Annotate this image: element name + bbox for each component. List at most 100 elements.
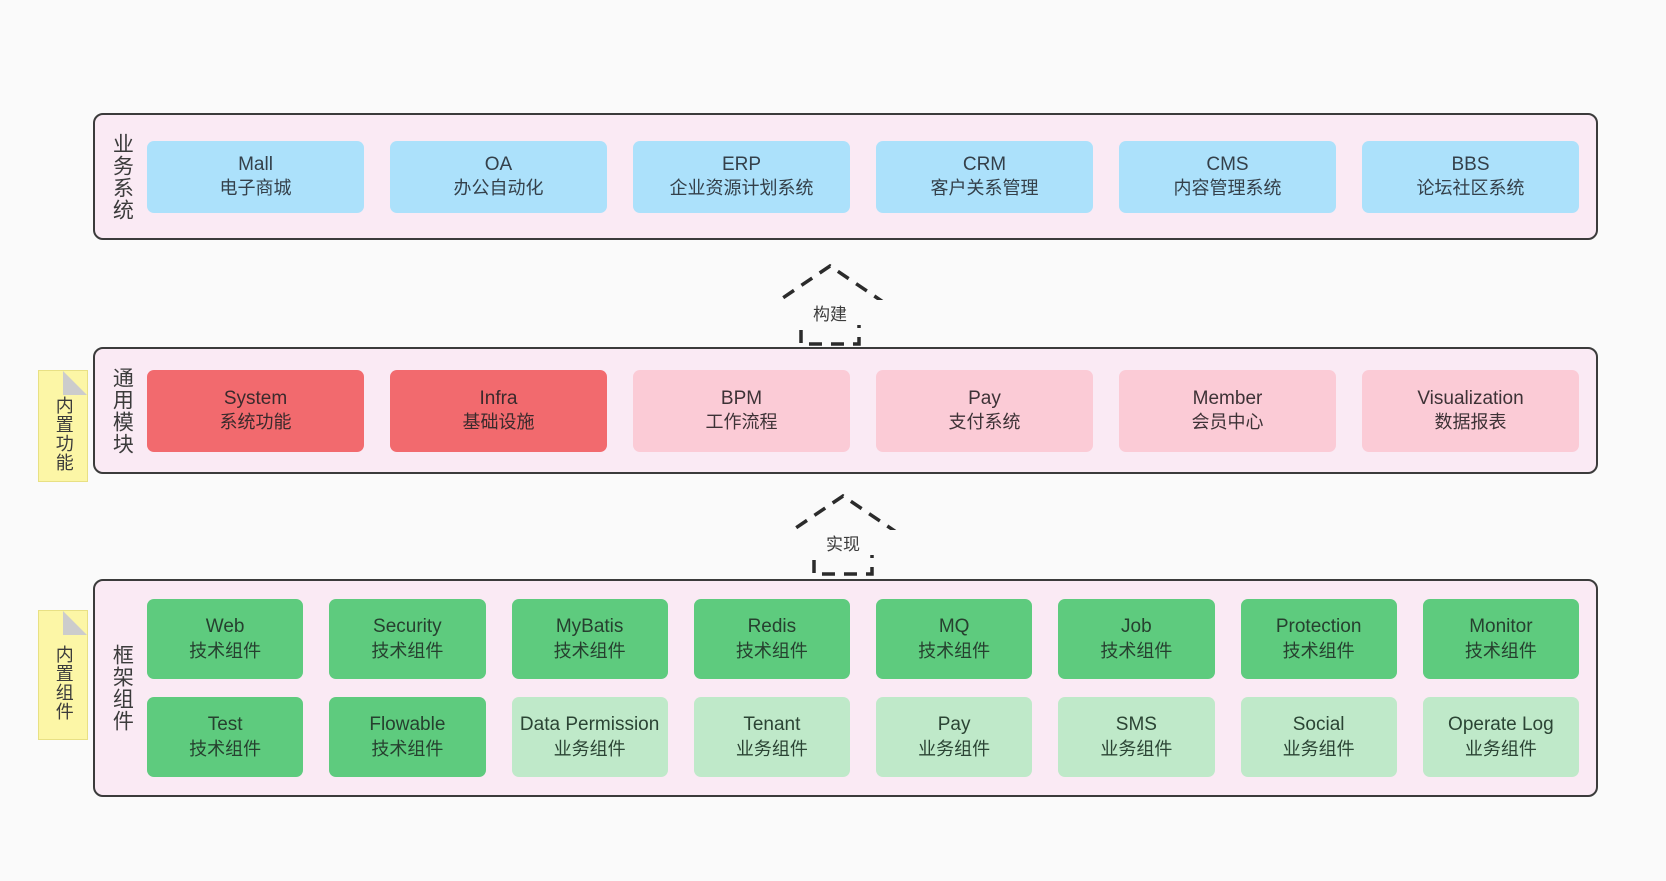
card-oa[interactable]: OA 办公自动化 (390, 140, 607, 213)
section-label-common-modules: 通用模块 (110, 366, 134, 455)
section-label-framework-components: 框架组件 (110, 644, 134, 732)
card-title: Social (1292, 714, 1345, 736)
card-system[interactable]: System 系统功能 (147, 369, 364, 452)
card-protection[interactable]: Protection 技术组件 (1240, 599, 1397, 679)
section-common-modules: 通用模块 System 系统功能 Infra 基础设施 BPM 工作流程 Pay… (93, 347, 1598, 474)
card-title: Job (1121, 616, 1152, 638)
card-title: Pay (968, 387, 1001, 409)
card-tenant[interactable]: Tenant 业务组件 (693, 697, 850, 777)
card-subtitle: 办公自动化 (453, 178, 544, 199)
card-infra[interactable]: Infra 基础设施 (390, 369, 607, 452)
card-mybatis[interactable]: MyBatis 技术组件 (511, 599, 668, 679)
section-cards-business-system: Mall 电子商城 OA 办公自动化 ERP 企业资源计划系统 CRM 客户关系… (147, 115, 1596, 238)
card-title: BPM (720, 387, 763, 409)
card-subtitle: 基础设施 (462, 412, 535, 433)
note-label: 内置功能 (53, 396, 74, 472)
card-subtitle: 论坛社区系统 (1416, 178, 1525, 199)
connector-build-arrow: 构建 (755, 258, 905, 348)
section-cards-common-modules: System 系统功能 Infra 基础设施 BPM 工作流程 Pay 支付系统… (147, 349, 1596, 472)
note-builtin-components: 内置组件 (38, 610, 88, 740)
card-row: Web 技术组件 Security 技术组件 MyBatis 技术组件 Redi… (147, 599, 1579, 679)
section-business-system: 业务系统 Mall 电子商城 OA 办公自动化 ERP 企业资源计划系统 CRM… (93, 113, 1598, 240)
card-title: OA (484, 153, 513, 175)
card-subtitle: 会员中心 (1191, 412, 1264, 433)
card-title: Flowable (369, 714, 446, 736)
card-job[interactable]: Job 技术组件 (1058, 599, 1215, 679)
card-title: Security (373, 616, 442, 638)
card-crm[interactable]: CRM 客户关系管理 (876, 140, 1093, 213)
card-row: Mall 电子商城 OA 办公自动化 ERP 企业资源计划系统 CRM 客户关系… (147, 140, 1579, 213)
card-sms[interactable]: SMS 业务组件 (1058, 697, 1215, 777)
card-title: Tenant (743, 714, 801, 736)
section-framework-components: 框架组件 Web 技术组件 Security 技术组件 MyBatis 技术组件… (93, 579, 1598, 797)
card-subtitle: 技术组件 (1464, 640, 1537, 661)
card-title: Infra (479, 387, 518, 409)
connector-realize-arrow: 实现 (768, 488, 918, 578)
card-subtitle: 技术组件 (735, 640, 808, 661)
section-cards-framework-components: Web 技术组件 Security 技术组件 MyBatis 技术组件 Redi… (147, 581, 1596, 795)
card-subtitle: 业务组件 (735, 738, 808, 759)
card-title: CRM (962, 153, 1007, 175)
card-pay-module[interactable]: Pay 支付系统 (876, 369, 1093, 452)
card-subtitle: 企业资源计划系统 (669, 178, 814, 199)
card-cms[interactable]: CMS 内容管理系统 (1119, 140, 1336, 213)
card-title: MQ (938, 616, 970, 638)
card-title: Data Permission (519, 714, 660, 736)
card-operate-log[interactable]: Operate Log 业务组件 (1422, 697, 1579, 777)
card-subtitle: 内容管理系统 (1173, 178, 1282, 199)
card-subtitle: 工作流程 (705, 412, 778, 433)
card-subtitle: 业务组件 (1282, 738, 1355, 759)
card-title: BBS (1451, 153, 1490, 175)
card-flowable[interactable]: Flowable 技术组件 (329, 697, 486, 777)
connector-build-label: 构建 (755, 300, 905, 325)
card-mall[interactable]: Mall 电子商城 (147, 140, 364, 213)
card-subtitle: 客户关系管理 (930, 178, 1039, 199)
card-row: Test 技术组件 Flowable 技术组件 Data Permission … (147, 697, 1579, 777)
card-subtitle: 技术组件 (1100, 640, 1173, 661)
card-title: ERP (721, 153, 762, 175)
card-title: MyBatis (555, 616, 624, 638)
card-subtitle: 技术组件 (371, 640, 444, 661)
card-title: Monitor (1469, 616, 1533, 638)
card-subtitle: 技术组件 (553, 640, 626, 661)
card-subtitle: 技术组件 (189, 738, 262, 759)
card-title: System (223, 387, 288, 409)
card-security[interactable]: Security 技术组件 (329, 599, 486, 679)
card-visualization[interactable]: Visualization 数据报表 (1362, 369, 1579, 452)
card-title: Test (207, 714, 243, 736)
card-subtitle: 业务组件 (918, 738, 991, 759)
card-monitor[interactable]: Monitor 技术组件 (1422, 599, 1579, 679)
card-social[interactable]: Social 业务组件 (1240, 697, 1397, 777)
note-builtin-features: 内置功能 (38, 370, 88, 482)
card-data-permission[interactable]: Data Permission 业务组件 (511, 697, 668, 777)
card-pay-component[interactable]: Pay 业务组件 (876, 697, 1033, 777)
card-subtitle: 支付系统 (948, 412, 1021, 433)
card-title: Visualization (1417, 387, 1524, 409)
card-member[interactable]: Member 会员中心 (1119, 369, 1336, 452)
card-test[interactable]: Test 技术组件 (147, 697, 304, 777)
card-subtitle: 技术组件 (1282, 640, 1355, 661)
section-label-business-system: 业务系统 (110, 132, 134, 221)
connector-realize-label: 实现 (768, 530, 918, 555)
card-row: System 系统功能 Infra 基础设施 BPM 工作流程 Pay 支付系统… (147, 369, 1579, 452)
card-title: Pay (937, 714, 971, 736)
card-redis[interactable]: Redis 技术组件 (693, 599, 850, 679)
card-subtitle: 业务组件 (1464, 738, 1537, 759)
card-bbs[interactable]: BBS 论坛社区系统 (1362, 140, 1579, 213)
card-title: Web (205, 616, 245, 638)
card-title: Operate Log (1448, 714, 1554, 736)
card-subtitle: 技术组件 (918, 640, 991, 661)
card-subtitle: 系统功能 (219, 412, 292, 433)
card-subtitle: 业务组件 (1100, 738, 1173, 759)
card-title: Protection (1275, 616, 1362, 638)
card-web[interactable]: Web 技术组件 (147, 599, 304, 679)
card-erp[interactable]: ERP 企业资源计划系统 (633, 140, 850, 213)
card-mq[interactable]: MQ 技术组件 (876, 599, 1033, 679)
card-title: SMS (1115, 714, 1157, 736)
card-subtitle: 数据报表 (1434, 412, 1507, 433)
card-title: Member (1192, 387, 1263, 409)
card-title: Redis (747, 616, 797, 638)
card-subtitle: 技术组件 (371, 738, 444, 759)
card-bpm[interactable]: BPM 工作流程 (633, 369, 850, 452)
